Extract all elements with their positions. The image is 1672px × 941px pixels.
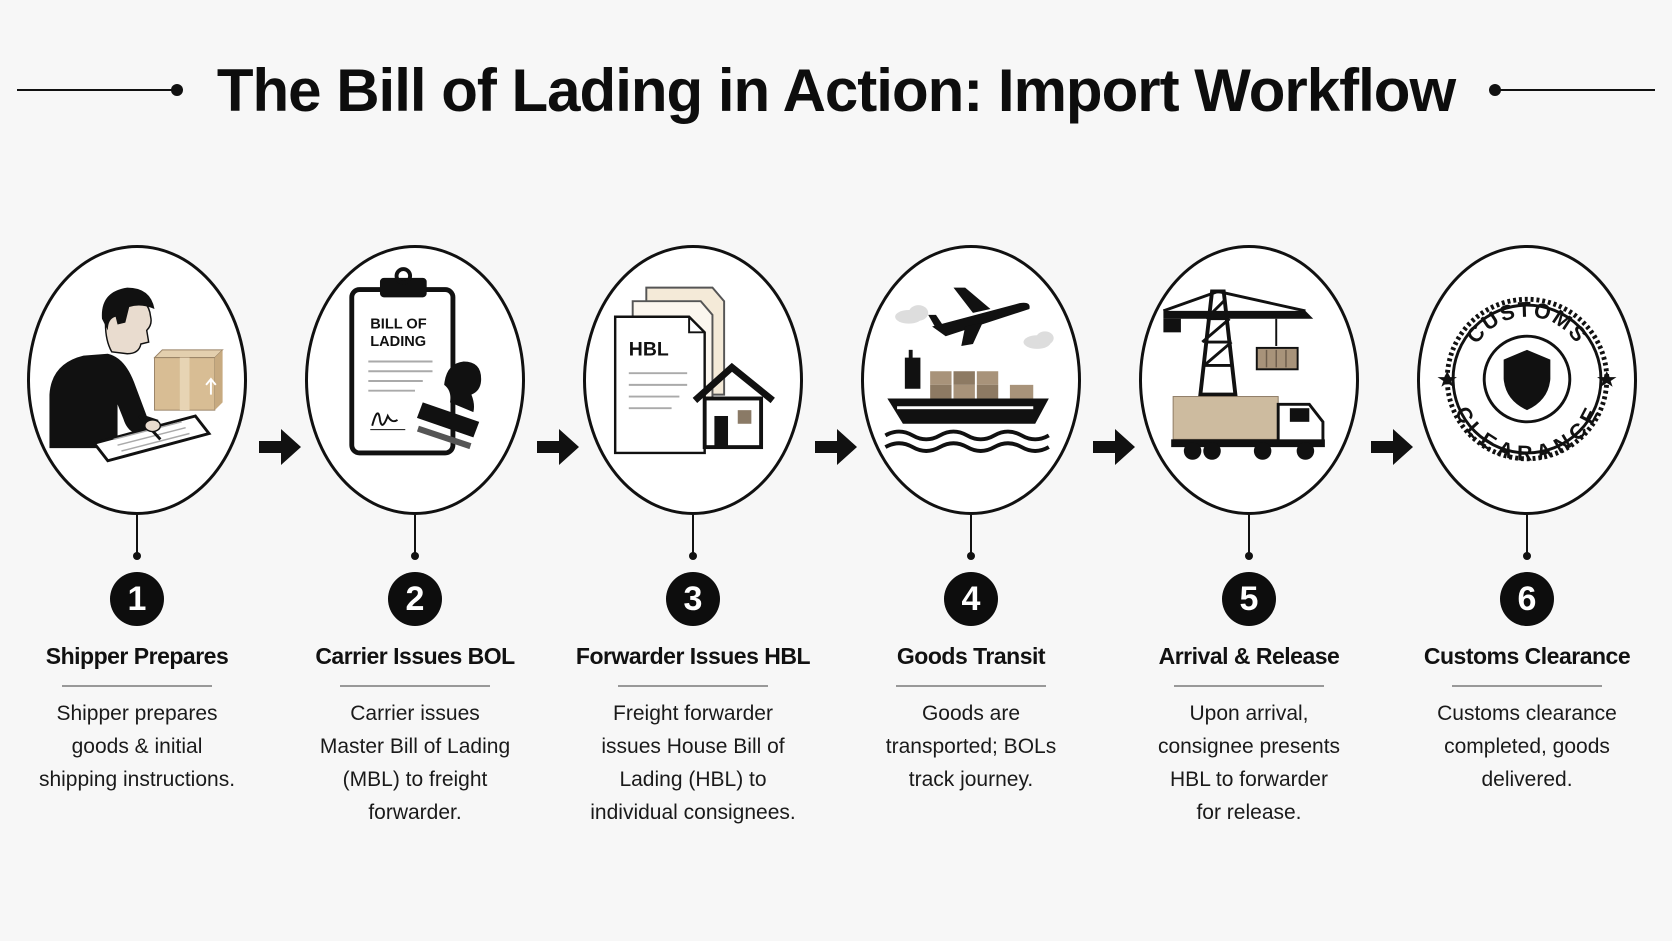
clipboard-heading-1: BILL OF bbox=[370, 316, 427, 332]
step-5-number: 5 bbox=[1222, 572, 1276, 626]
customs-seal-icon: CUSTOMS CLEARANCE bbox=[1437, 296, 1617, 466]
step-2-number: 2 bbox=[388, 572, 442, 626]
step-5-title: Arrival & Release bbox=[1158, 643, 1340, 669]
arrow-right-icon bbox=[259, 429, 301, 465]
step-3-description: Freight forwarder issues House Bill of L… bbox=[590, 702, 796, 824]
step-5-description: Upon arrival, consignee presents HBL to … bbox=[1157, 702, 1341, 824]
step-4: 4 Goods Transit Goods are transported; B… bbox=[856, 245, 1086, 845]
step-5-oval bbox=[1139, 245, 1359, 515]
step-2: BILL OF LADING 2 Carrier Issues BOL Carr… bbox=[300, 245, 530, 845]
step-2-connector bbox=[411, 515, 419, 560]
ship-and-plane-icon bbox=[884, 287, 1054, 453]
clipboard-heading-2: LADING bbox=[370, 334, 426, 350]
title-row: The Bill of Lading in Action: Import Wor… bbox=[0, 50, 1672, 130]
step-5: 5 Arrival & Release Upon arrival, consig… bbox=[1134, 245, 1364, 845]
title-decor-left bbox=[16, 84, 183, 96]
step-4-number: 4 bbox=[944, 572, 998, 626]
step-4-description: Goods are transported; BOLs track journe… bbox=[885, 702, 1057, 791]
step-4-divider bbox=[896, 685, 1046, 687]
step-5-connector bbox=[1245, 515, 1253, 560]
step-6-divider bbox=[1452, 685, 1602, 687]
page-title: The Bill of Lading in Action: Import Wor… bbox=[216, 56, 1456, 124]
step-3-connector bbox=[689, 515, 697, 560]
bill-of-lading-clipboard-icon: BILL OF LADING bbox=[349, 267, 482, 456]
step-6-title: Customs Clearance bbox=[1423, 643, 1631, 669]
step-6-oval: CUSTOMS CLEARANCE bbox=[1417, 245, 1637, 515]
step-1-number: 1 bbox=[110, 572, 164, 626]
step-1: 1 Shipper Prepares Shipper prepares good… bbox=[22, 245, 252, 845]
step-3-title: Forwarder Issues HBL bbox=[575, 643, 811, 669]
step-2-oval: BILL OF LADING bbox=[305, 245, 525, 515]
step-4-title: Goods Transit bbox=[896, 643, 1046, 669]
step-1-description: Shipper prepares goods & initial shippin… bbox=[38, 702, 236, 791]
hbl-doc-label: HBL bbox=[629, 339, 669, 361]
arrow-right-icon bbox=[1093, 429, 1135, 465]
step-6-connector bbox=[1523, 515, 1531, 560]
arrow-right-icon bbox=[537, 429, 579, 465]
step-1-divider bbox=[62, 685, 212, 687]
step-1-oval bbox=[27, 245, 247, 515]
step-3-divider bbox=[618, 685, 768, 687]
title-decor-right bbox=[1489, 84, 1656, 96]
arrow-right-icon bbox=[815, 429, 857, 465]
step-1-title: Shipper Prepares bbox=[45, 643, 229, 669]
arrow-right-icon bbox=[1371, 429, 1413, 465]
seal-bottom-text: CLEARANCE bbox=[1450, 403, 1604, 466]
crane-and-truck-icon bbox=[1162, 289, 1325, 460]
step-6-description: Customs clearance completed, goods deliv… bbox=[1437, 702, 1617, 791]
step-2-title: Carrier Issues BOL bbox=[315, 643, 515, 669]
step-2-description: Carrier issues Master Bill of Lading (MB… bbox=[319, 702, 511, 824]
step-4-connector bbox=[967, 515, 975, 560]
step-4-oval bbox=[861, 245, 1081, 515]
step-3-oval: HBL bbox=[583, 245, 803, 515]
house-bill-documents-icon: HBL bbox=[613, 286, 775, 455]
shipper-icon bbox=[49, 287, 224, 463]
step-3: HBL 3 Forwarder Issues HBL Freight forwa… bbox=[576, 245, 811, 845]
step-6-number: 6 bbox=[1500, 572, 1554, 626]
seal-top-text: CUSTOMS bbox=[1462, 298, 1593, 348]
step-5-divider bbox=[1174, 685, 1324, 687]
step-2-divider bbox=[340, 685, 490, 687]
step-3-number: 3 bbox=[666, 572, 720, 626]
step-1-connector bbox=[133, 515, 141, 560]
step-6: CUSTOMS CLEARANCE 6 Customs Clearance Cu… bbox=[1412, 245, 1642, 845]
